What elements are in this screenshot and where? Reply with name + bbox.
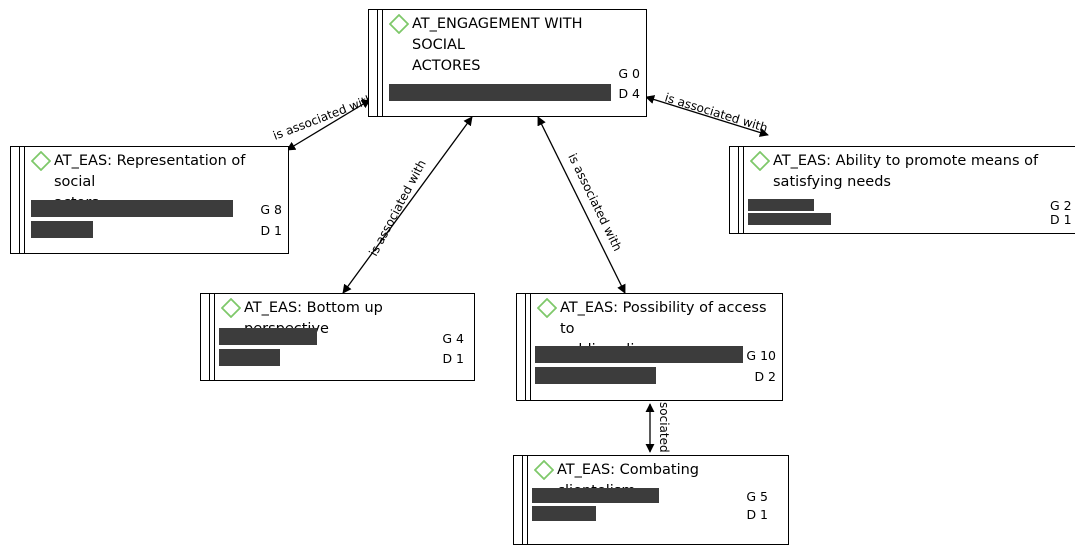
- g-bar: [748, 199, 814, 211]
- diamond-icon: [534, 460, 554, 480]
- node-strip: [214, 294, 215, 380]
- g-value: G 8: [260, 202, 282, 217]
- edge-engagement-representation[interactable]: [286, 99, 371, 151]
- edge-label-possibility-clientelism: sociated: [657, 402, 671, 453]
- node-representation[interactable]: AT_EAS: Representation of socialactors G…: [10, 146, 289, 254]
- d-bar: [389, 84, 611, 101]
- d-value: D 1: [746, 507, 768, 522]
- g-value: G 4: [442, 331, 464, 346]
- g-bar: [219, 328, 317, 345]
- g-value: G 10: [746, 348, 776, 363]
- node-strip: [738, 147, 739, 233]
- diamond-icon: [31, 151, 51, 171]
- node-strip: [527, 456, 528, 544]
- node-bottom-up[interactable]: AT_EAS: Bottom up perspective G 4 D 1: [200, 293, 475, 381]
- d-value: D 4: [618, 86, 640, 101]
- d-bar: [748, 213, 831, 225]
- d-value: D 1: [1050, 212, 1072, 227]
- edge-engagement-bottom-up[interactable]: [342, 116, 473, 294]
- node-strip: [209, 294, 210, 380]
- d-value: D 2: [754, 369, 776, 384]
- node-possibility[interactable]: AT_EAS: Possibility of access topublic p…: [516, 293, 783, 401]
- diamond-icon: [389, 14, 409, 34]
- edge-engagement-possibility[interactable]: [537, 116, 626, 294]
- g-bar: [31, 200, 233, 217]
- node-strip: [522, 456, 523, 544]
- edge-label-engagement-ability: is associated with: [663, 90, 769, 135]
- g-bar: [535, 346, 743, 363]
- diamond-icon: [537, 298, 557, 318]
- edge-label-engagement-possibility: is associated with: [565, 151, 624, 253]
- d-value: D 1: [260, 223, 282, 238]
- g-value: G 0: [618, 66, 640, 81]
- edges-layer: is associated with is associated with is…: [271, 90, 769, 454]
- d-bar: [219, 349, 280, 366]
- node-strip: [382, 10, 383, 116]
- node-strip: [24, 147, 25, 253]
- node-strip: [377, 10, 378, 116]
- g-value: G 2: [1050, 198, 1072, 213]
- node-clientelism[interactable]: AT_EAS: Combating clientelism G 5 D 1: [513, 455, 789, 545]
- d-value: D 1: [442, 351, 464, 366]
- edge-label-engagement-bottom-up: is associated with: [366, 157, 429, 258]
- node-strip: [19, 147, 20, 253]
- d-bar: [31, 221, 93, 238]
- diamond-icon: [221, 298, 241, 318]
- edge-label-engagement-representation: is associated with: [271, 91, 376, 142]
- node-strip: [530, 294, 531, 400]
- diamond-icon: [750, 151, 770, 171]
- d-bar: [535, 367, 656, 384]
- node-strip: [743, 147, 744, 233]
- edge-engagement-ability[interactable]: [645, 95, 769, 137]
- g-bar: [532, 488, 659, 503]
- g-value: G 5: [746, 489, 768, 504]
- d-bar: [532, 506, 596, 521]
- node-strip: [525, 294, 526, 400]
